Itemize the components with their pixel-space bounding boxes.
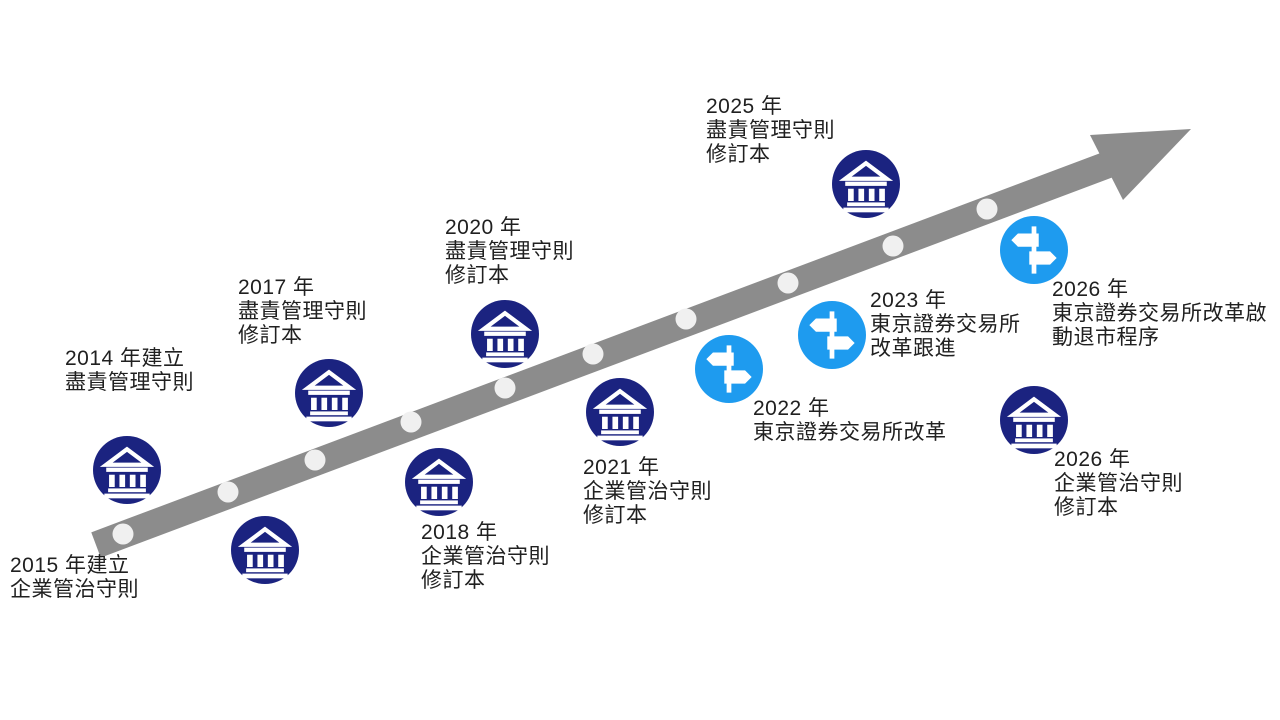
bank-icon	[586, 378, 654, 446]
milestone-label: 2015 年建立 企業管治守則	[10, 554, 139, 602]
milestone-year: 2021 年	[583, 456, 660, 479]
milestone-label: 2026 年 企業管治守則 修訂本	[1054, 448, 1183, 520]
milestone-label: 2023 年 東京證券交易所 改革跟進	[870, 289, 1021, 361]
milestone-text: 東京證券交易所改革啟	[1052, 302, 1267, 325]
milestone-year: 2014 年建立	[65, 347, 185, 370]
milestone-text: 東京證券交易所改革	[753, 421, 947, 444]
milestone-text: 修訂本	[445, 264, 510, 287]
milestone-label: 2026 年 東京證券交易所改革啟 動退市程序	[1052, 278, 1267, 350]
arrow-head-icon	[1090, 129, 1191, 200]
arrow-dots	[112, 198, 998, 545]
milestone-text: 修訂本	[706, 143, 771, 166]
bank-icon	[1000, 386, 1068, 454]
milestone-text: 動退市程序	[1052, 326, 1160, 349]
milestone-year: 2022 年	[753, 397, 830, 420]
milestone-year: 2023 年	[870, 289, 947, 312]
bank-icon	[832, 150, 900, 218]
bank-icon	[405, 448, 473, 516]
milestone-text: 盡責管理守則	[238, 300, 367, 323]
bank-icon	[231, 516, 299, 584]
milestone-text: 修訂本	[421, 569, 486, 592]
milestone-text: 企業管治守則	[421, 545, 550, 568]
milestone-text: 修訂本	[238, 324, 303, 347]
milestone-text: 修訂本	[1054, 496, 1119, 519]
milestone-text: 盡責管理守則	[706, 119, 835, 142]
milestone-year: 2026 年	[1054, 448, 1131, 471]
milestone-label: 2018 年 企業管治守則 修訂本	[421, 521, 550, 593]
milestone-text: 企業管治守則	[583, 480, 712, 503]
milestone-label: 2014 年建立 盡責管理守則	[65, 347, 194, 395]
bank-icon	[471, 300, 539, 368]
signpost-icon	[695, 335, 763, 403]
milestone-label: 2022 年 東京證券交易所改革	[753, 397, 947, 445]
milestone-label: 2020 年 盡責管理守則 修訂本	[445, 216, 574, 288]
milestone-label: 2021 年 企業管治守則 修訂本	[583, 456, 712, 528]
signpost-icon	[798, 301, 866, 369]
milestone-text: 改革跟進	[870, 337, 956, 360]
milestone-text: 盡責管理守則	[65, 371, 194, 394]
milestone-year: 2017 年	[238, 276, 315, 299]
signpost-icon	[1000, 216, 1068, 284]
milestone-year: 2020 年	[445, 216, 522, 239]
milestone-text: 企業管治守則	[10, 578, 139, 601]
milestone-label: 2025 年 盡責管理守則 修訂本	[706, 95, 835, 167]
bank-icon	[295, 359, 363, 427]
bank-icon	[93, 436, 161, 504]
milestone-year: 2015 年建立	[10, 554, 130, 577]
milestone-text: 企業管治守則	[1054, 472, 1183, 495]
milestone-year: 2025 年	[706, 95, 783, 118]
milestone-year: 2026 年	[1052, 278, 1129, 301]
milestone-year: 2018 年	[421, 521, 498, 544]
milestone-text: 修訂本	[583, 504, 648, 527]
milestone-text: 東京證券交易所	[870, 313, 1021, 336]
milestone-label: 2017 年 盡責管理守則 修訂本	[238, 276, 367, 348]
milestone-text: 盡責管理守則	[445, 240, 574, 263]
